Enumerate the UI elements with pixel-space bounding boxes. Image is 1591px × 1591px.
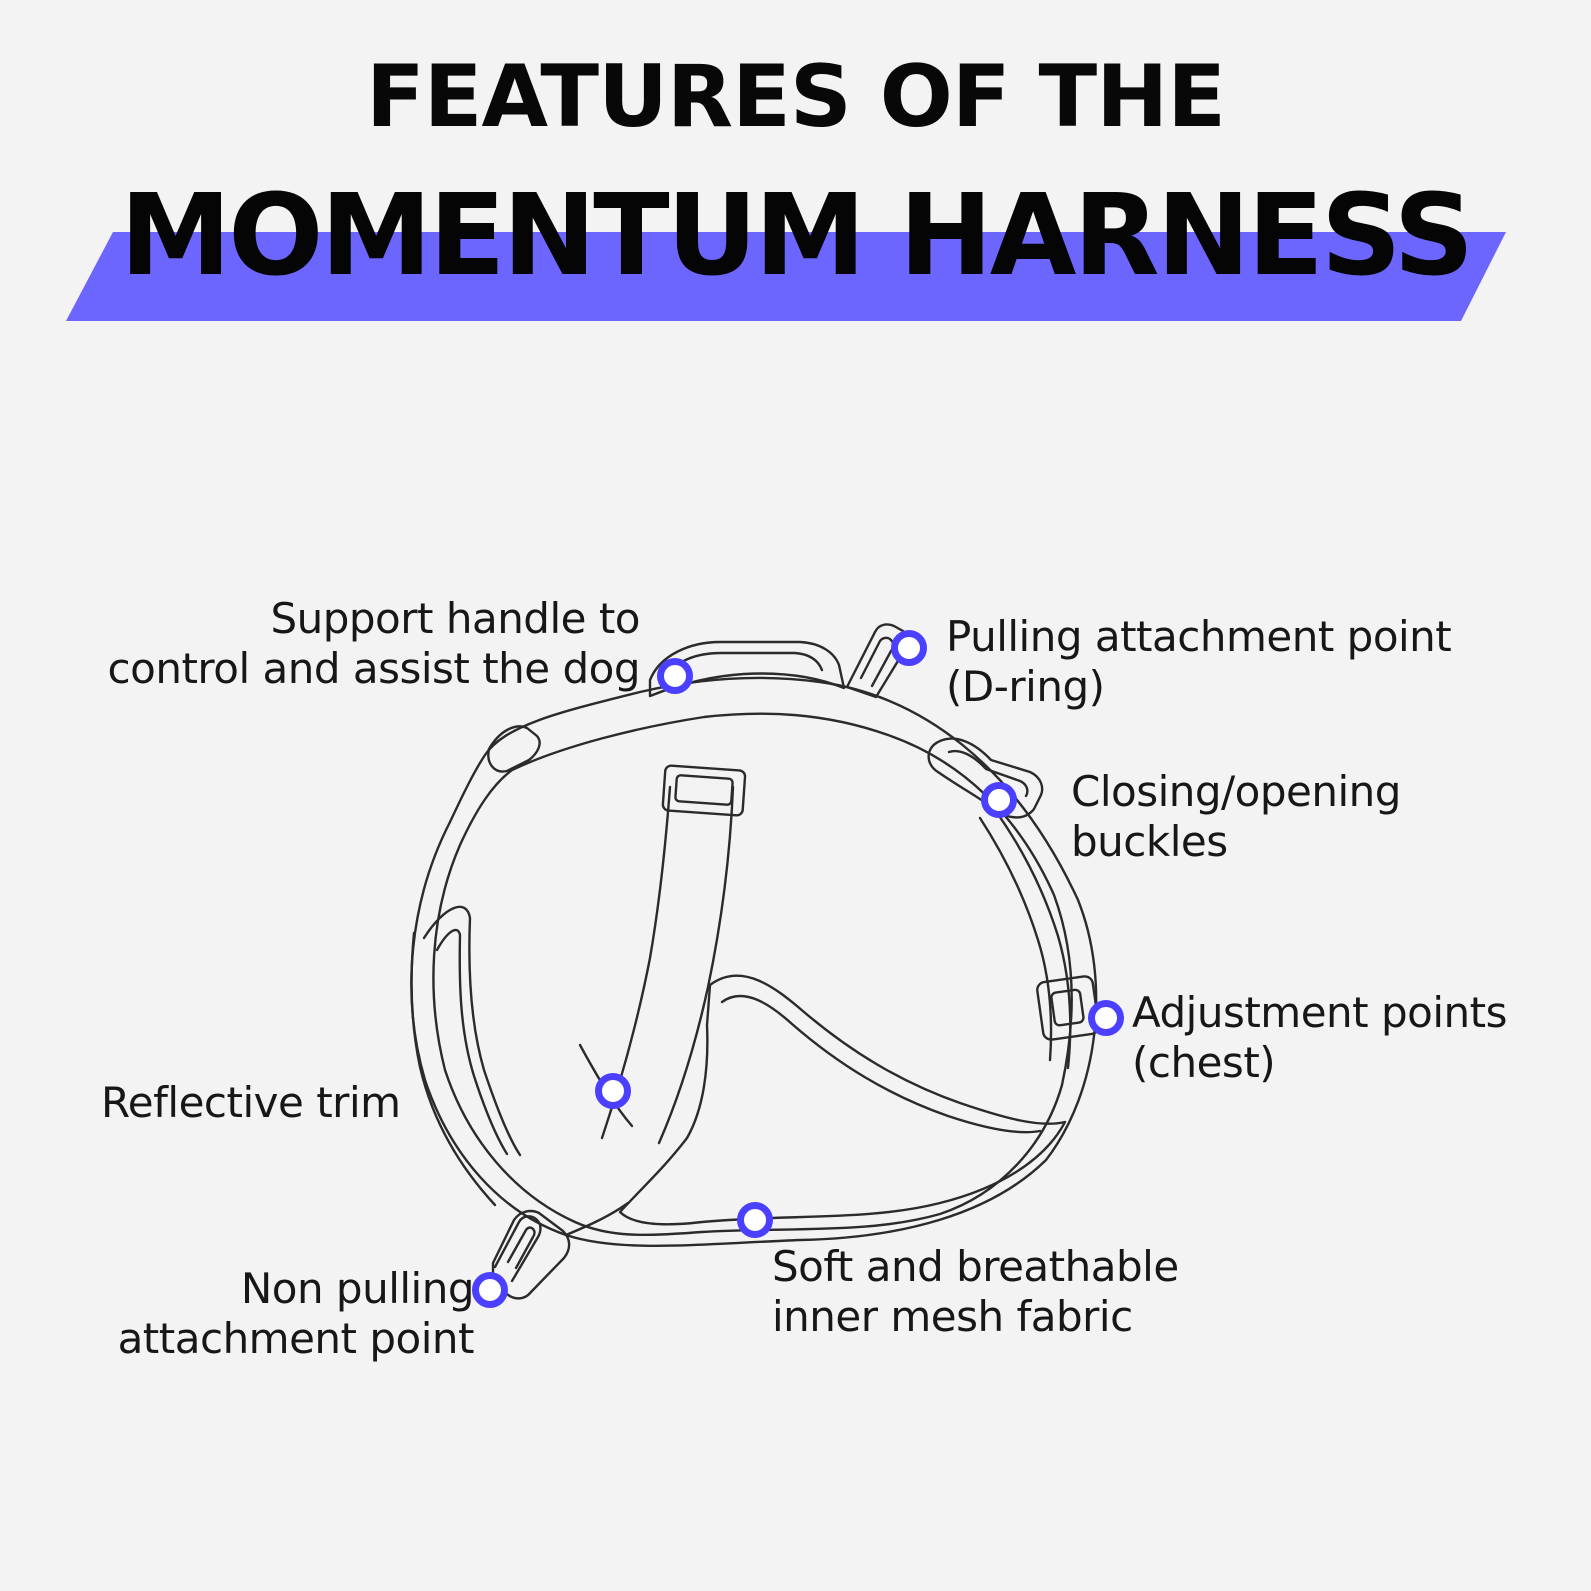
bottom-buckle-strap xyxy=(491,1209,571,1300)
adjustment-points-line-1: Adjustment points xyxy=(1132,988,1507,1037)
buckles-label: Closing/opening buckles xyxy=(1071,767,1401,867)
pulling-attachment-label: Pulling attachment point (D-ring) xyxy=(946,612,1452,712)
right-buckle-inner xyxy=(947,749,1029,798)
center-adjuster-inner xyxy=(674,774,734,806)
support-handle-line-1: Support handle to xyxy=(270,594,640,643)
bottom-buckle-ring xyxy=(493,1215,542,1283)
right-side-strap-inner xyxy=(978,816,1053,1062)
buckles-marker-icon xyxy=(981,782,1017,818)
non-pulling-attachment-label: Non pulling attachment point xyxy=(96,1264,475,1364)
left-upper-buckle xyxy=(487,725,541,773)
center-adjuster xyxy=(661,764,747,817)
non-pulling-attachment-line-1: Non pulling xyxy=(240,1264,475,1313)
adjustment-points-label: Adjustment points (chest) xyxy=(1132,988,1507,1088)
non-pulling-attachment-marker-icon xyxy=(472,1272,508,1308)
support-handle-label: Support handle to control and assist the… xyxy=(80,594,641,694)
reflective-trim-marker-icon xyxy=(595,1073,631,1109)
reflective-trim-line-1: Reflective trim xyxy=(101,1078,401,1127)
headline-top: FEATURES OF THE xyxy=(366,47,1226,147)
mesh-fabric-marker-icon xyxy=(737,1202,773,1238)
front-bottom-strap xyxy=(564,1201,630,1237)
reflective-trim-label: Reflective trim xyxy=(101,1078,401,1128)
mesh-fabric-label: Soft and breathable inner mesh fabric xyxy=(772,1242,1179,1342)
adjustment-points-line-2: (chest) xyxy=(1132,1038,1276,1087)
center-strap-right xyxy=(657,785,735,1145)
top-handle xyxy=(648,640,846,698)
right-side-strap xyxy=(993,808,1072,1070)
d-ring-marker-icon xyxy=(891,630,927,666)
mesh-fabric-line-1: Soft and breathable xyxy=(772,1242,1179,1291)
chest-mesh-outline xyxy=(618,974,1067,1226)
buckles-line-1: Closing/opening xyxy=(1071,767,1401,816)
left-front-outline xyxy=(410,931,497,1207)
banner-shape xyxy=(66,232,1506,321)
support-handle-marker-icon xyxy=(657,658,693,694)
headline-main: MOMENTUM HARNESS xyxy=(119,171,1474,301)
left-reflective-trim xyxy=(422,905,522,1157)
chest-adjuster-inner xyxy=(1050,988,1085,1027)
pulling-attachment-line-2: (D-ring) xyxy=(946,662,1105,711)
left-reflective-trim-inner xyxy=(435,928,509,1156)
support-handle-line-2: control and assist the dog xyxy=(107,644,641,693)
chest-adjustment-marker-icon xyxy=(1088,1000,1124,1036)
pulling-attachment-line-1: Pulling attachment point xyxy=(946,612,1452,661)
headline-banner xyxy=(66,232,1506,321)
outer-harness-outline xyxy=(410,676,1098,1248)
right-buckle xyxy=(927,737,1044,819)
non-pulling-attachment-line-2: attachment point xyxy=(117,1314,475,1363)
chest-mesh-inner xyxy=(720,994,1042,1134)
mesh-fabric-line-2: inner mesh fabric xyxy=(772,1292,1133,1341)
bottom-buckle-inner xyxy=(506,1226,536,1270)
inner-harness-outline xyxy=(432,712,1073,1237)
buckles-line-2: buckles xyxy=(1071,817,1228,866)
